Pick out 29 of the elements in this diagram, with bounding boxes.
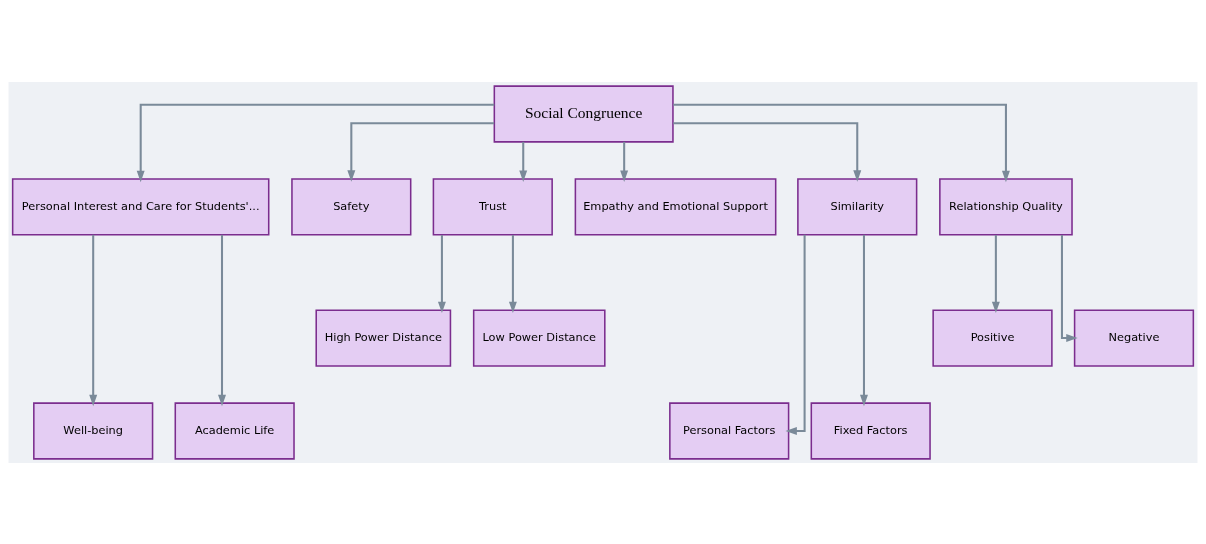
node-box: Positive xyxy=(932,308,1053,367)
arrow xyxy=(437,234,446,313)
arrow xyxy=(673,121,862,182)
node-box: Relationship Quality xyxy=(939,177,1073,236)
node-box: Fixed Factors xyxy=(810,401,931,460)
arrow xyxy=(785,234,806,435)
arrow xyxy=(508,234,517,313)
node-box: Social Congruence xyxy=(493,84,674,143)
arrow xyxy=(620,141,629,182)
node-box: Safety xyxy=(291,177,412,236)
node-box: Well-being xyxy=(33,401,154,460)
node-box: Academic Life xyxy=(174,401,295,460)
arrow xyxy=(218,234,226,406)
node-box: Trust xyxy=(432,177,553,236)
arrow xyxy=(347,121,495,182)
arrow xyxy=(1060,234,1078,342)
node-box: Personal Interest and Care for Students'... xyxy=(11,177,270,236)
arrow xyxy=(860,234,868,406)
arrow xyxy=(136,103,495,182)
arrow xyxy=(991,234,1000,313)
arrow xyxy=(519,141,528,182)
node-box: High Power Distance xyxy=(315,308,452,367)
arrow xyxy=(673,103,1010,182)
node-box: Negative xyxy=(1073,308,1195,367)
node-box: Empathy and Emotional Support xyxy=(574,177,777,236)
node-box: Personal Factors xyxy=(669,401,790,460)
arrow xyxy=(89,234,98,406)
node-box: Similarity xyxy=(797,177,918,236)
node-box: Low Power Distance xyxy=(472,308,606,367)
